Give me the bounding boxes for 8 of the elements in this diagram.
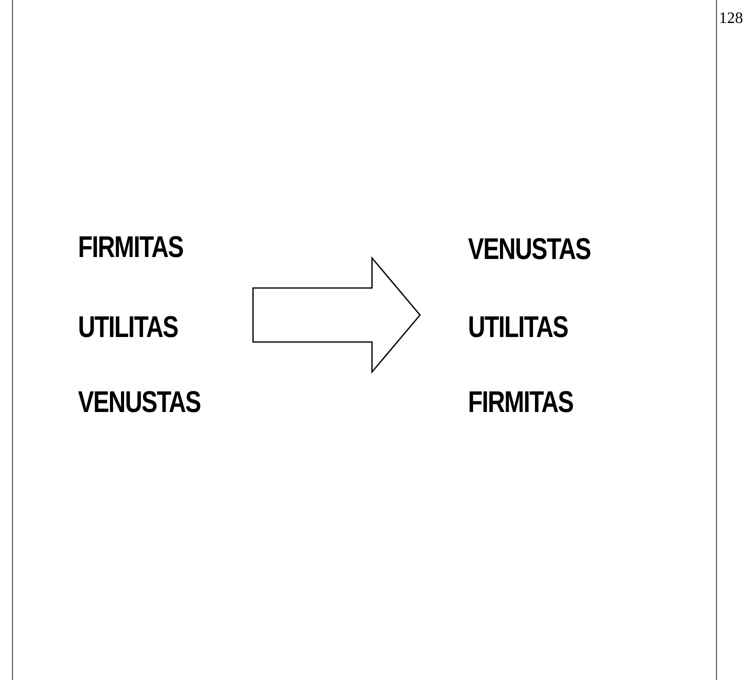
word-text: FIRMITAS — [78, 233, 184, 263]
word-text: VENUSTAS — [468, 235, 591, 265]
page-number: 128 — [719, 10, 743, 28]
block-arrow — [252, 256, 421, 374]
word-text: VENUSTAS — [78, 388, 201, 418]
word-text: FIRMITAS — [468, 388, 574, 418]
word-text: UTILITAS — [78, 313, 178, 343]
word-text: UTILITAS — [468, 313, 568, 343]
